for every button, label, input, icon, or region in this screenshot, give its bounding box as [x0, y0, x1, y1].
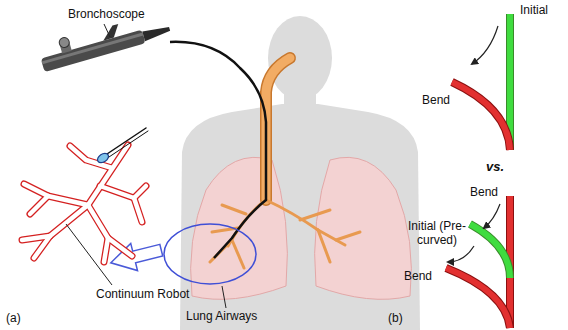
zoom-arrow — [107, 237, 164, 277]
rod-lower — [446, 196, 510, 328]
zoom-circle — [164, 224, 256, 284]
scope-tube — [170, 42, 266, 258]
airway-tree — [22, 128, 148, 262]
leader-line — [104, 24, 110, 37]
bronchoscope — [37, 9, 172, 72]
comparison-label: vs. — [486, 160, 504, 175]
state-label: Bend — [404, 270, 432, 284]
panel-label: (a) — [6, 312, 21, 326]
leader-line — [66, 224, 112, 285]
state-label: Initial (Pre-curved) — [398, 220, 476, 248]
panel-label: (b) — [388, 312, 403, 326]
leader-line — [222, 286, 226, 308]
part-label: Bronchoscope — [68, 8, 145, 22]
rod-upper — [452, 14, 510, 150]
human-silhouette — [180, 16, 420, 330]
state-label: Initial — [520, 4, 548, 18]
part-label: Lung Airways — [186, 310, 257, 324]
part-label: Continuum Robot — [96, 288, 189, 302]
lungs — [191, 157, 412, 299]
state-label: Bend — [422, 94, 450, 108]
state-label: Bend — [470, 186, 498, 200]
